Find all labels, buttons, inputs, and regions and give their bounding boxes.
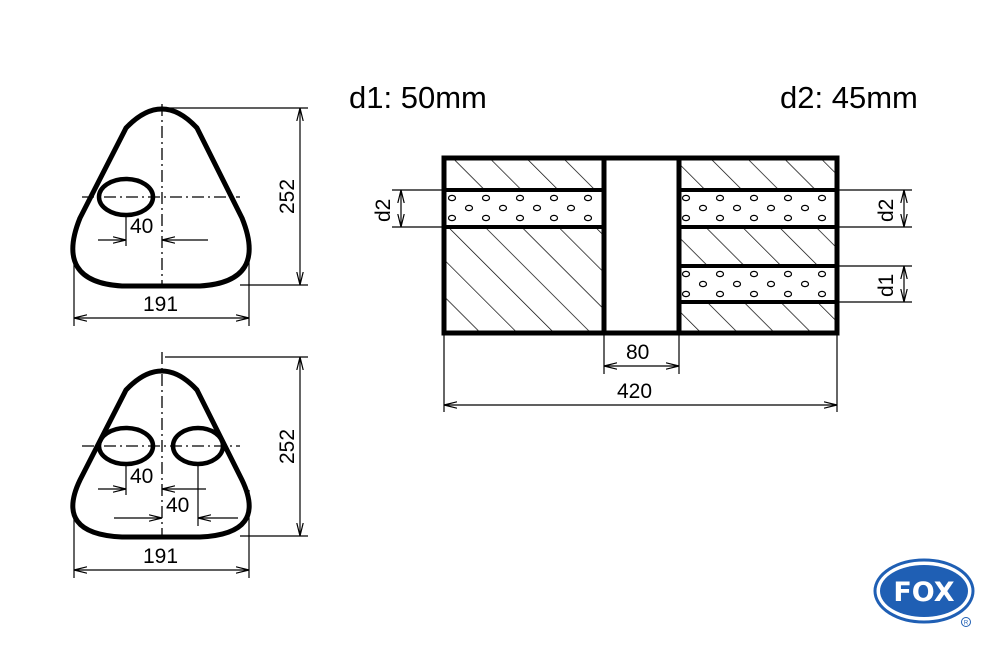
offset-dimension-label-2: 40 bbox=[166, 494, 189, 517]
perforation-hole bbox=[749, 194, 759, 202]
perforation-hole bbox=[715, 290, 725, 298]
height-dimension-label: 252 bbox=[276, 429, 299, 464]
perforation-hole bbox=[749, 214, 759, 222]
perforation-hole bbox=[715, 214, 725, 222]
perforation-hole bbox=[532, 204, 542, 212]
perforation-hole bbox=[783, 270, 793, 278]
perforation-hole bbox=[481, 194, 491, 202]
perforated-pipe-right-d1 bbox=[681, 266, 835, 302]
perforation-hole bbox=[681, 290, 691, 298]
perforation-hole bbox=[783, 214, 793, 222]
perforation-hole bbox=[817, 270, 827, 278]
perforation-hole bbox=[566, 204, 576, 212]
perforation-hole bbox=[515, 194, 525, 202]
d1-right-label: d1 bbox=[875, 274, 898, 297]
perforated-pipe-left-d2 bbox=[446, 190, 602, 227]
hatched-body-right bbox=[679, 158, 837, 333]
d2-right-label: d2 bbox=[875, 199, 898, 222]
profile-single-hole: 40 191 252 bbox=[70, 104, 308, 326]
perforation-hole bbox=[464, 204, 474, 212]
length-dimension-label: 420 bbox=[617, 380, 652, 403]
center-dimension-label: 80 bbox=[626, 341, 649, 364]
offset-dimension-label-1: 40 bbox=[130, 465, 153, 488]
center-chamber bbox=[601, 155, 682, 336]
registered-mark-icon bbox=[961, 617, 971, 627]
logo-brand-text: FOX bbox=[893, 577, 954, 608]
perforation-hole bbox=[698, 280, 708, 288]
d1-spec-label: d1: 50mm bbox=[349, 80, 487, 115]
perforation-hole bbox=[732, 204, 742, 212]
profile-double-hole: 40 40 191 252 bbox=[70, 352, 308, 578]
width-dimension-label: 191 bbox=[143, 545, 178, 568]
perforation-hole bbox=[549, 214, 559, 222]
perforation-hole bbox=[800, 280, 810, 288]
perforation-hole bbox=[447, 194, 457, 202]
d2-left-label: d2 bbox=[372, 199, 395, 222]
perforation-hole bbox=[715, 270, 725, 278]
fox-logo: FOX R bbox=[873, 558, 975, 627]
perforation-hole bbox=[698, 204, 708, 212]
perforation-hole bbox=[766, 280, 776, 288]
d2-spec-label: d2: 45mm bbox=[780, 80, 918, 115]
perforation-hole bbox=[583, 194, 593, 202]
perforation-hole bbox=[515, 214, 525, 222]
perforation-hole bbox=[549, 194, 559, 202]
perforation-hole bbox=[783, 290, 793, 298]
perforation-hole bbox=[749, 290, 759, 298]
triangular-oval-outline bbox=[70, 106, 252, 289]
perforation-hole bbox=[447, 214, 457, 222]
perforation-hole bbox=[732, 280, 742, 288]
perforation-hole bbox=[681, 214, 691, 222]
perforation-hole bbox=[800, 204, 810, 212]
logo-badge bbox=[880, 565, 968, 617]
perforation-hole bbox=[817, 214, 827, 222]
perforation-hole bbox=[749, 270, 759, 278]
triangular-oval-outline bbox=[70, 368, 252, 540]
hatched-body-left bbox=[444, 158, 604, 333]
perforation-hole bbox=[783, 194, 793, 202]
perforation-hole bbox=[715, 194, 725, 202]
perforation-hole bbox=[681, 194, 691, 202]
perforated-pipe-right-d2 bbox=[681, 190, 835, 227]
muffler-side-view: 80 420 d2 d2 d1 bbox=[372, 155, 912, 412]
perforation-hole bbox=[681, 270, 691, 278]
perforation-holes bbox=[447, 194, 827, 298]
registered-mark-text: R bbox=[964, 621, 969, 627]
width-dimension-label: 191 bbox=[143, 293, 178, 316]
offset-dimension-label: 40 bbox=[130, 215, 153, 238]
perforation-hole bbox=[583, 214, 593, 222]
perforation-hole bbox=[817, 290, 827, 298]
perforation-hole bbox=[498, 204, 508, 212]
perforation-hole bbox=[481, 214, 491, 222]
height-dimension-label: 252 bbox=[276, 179, 299, 214]
perforation-hole bbox=[817, 194, 827, 202]
perforation-hole bbox=[766, 204, 776, 212]
